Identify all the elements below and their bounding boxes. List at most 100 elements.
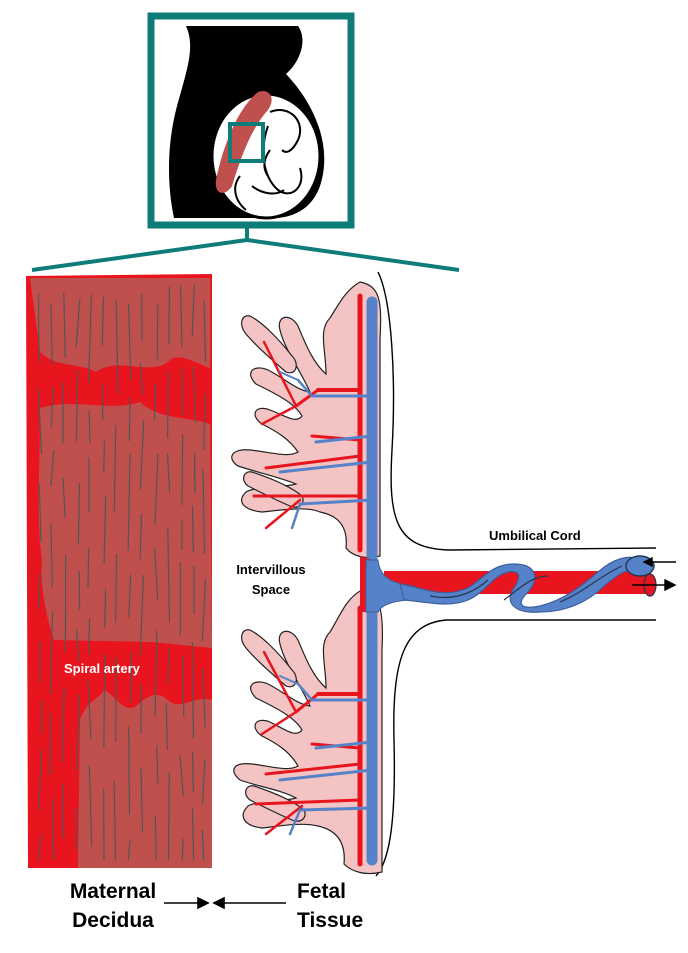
texture-stroke (50, 386, 54, 428)
texture-stroke (191, 505, 194, 553)
texture-stroke (87, 294, 92, 383)
texture-stroke (127, 453, 131, 551)
fetal-veins-lower (278, 598, 378, 866)
texture-stroke (166, 371, 170, 439)
texture-stroke (191, 284, 196, 337)
texture-stroke (128, 396, 131, 442)
texture-stroke (50, 450, 55, 486)
maternal-label-line1: Maternal (69, 880, 157, 903)
texture-stroke (181, 434, 184, 506)
texture-stroke (88, 765, 93, 847)
texture-stroke (103, 496, 107, 565)
texture-stroke (167, 527, 171, 623)
boundary-arrows (164, 896, 286, 910)
maternal-label-line2: Decidua (72, 909, 154, 932)
texture-stroke (139, 363, 144, 396)
texture-stroke (167, 772, 170, 861)
texture-stroke (37, 293, 40, 364)
texture-stroke (77, 482, 81, 545)
texture-stroke (63, 292, 66, 358)
texture-stroke (76, 629, 80, 662)
fetal-label-line2: Tissue (297, 909, 364, 932)
umbilical-cord-label: Umbilical Cord (489, 528, 581, 543)
texture-stroke (203, 394, 206, 450)
texture-stroke (38, 834, 42, 861)
fetal-arteries-upper (252, 293, 363, 553)
texture-stroke (87, 618, 91, 655)
texture-stroke (61, 687, 65, 763)
flow-arrows (632, 556, 677, 592)
pregnancy-inset (147, 12, 355, 229)
fetal-tissue-label: Fetal Tissue (297, 877, 377, 935)
texture-stroke (201, 760, 206, 805)
decidua-texture (37, 284, 207, 861)
texture-stroke (50, 303, 53, 365)
texture-stroke (128, 726, 130, 815)
chorionic-boundary-lower (375, 619, 656, 877)
texture-stroke (192, 366, 197, 423)
texture-stroke (202, 469, 206, 554)
texture-stroke (50, 524, 54, 588)
texture-stroke (38, 483, 42, 543)
chorionic-boundary (377, 271, 657, 551)
texture-stroke (103, 440, 106, 473)
texture-stroke (203, 300, 207, 363)
texture-stroke (62, 478, 66, 518)
texture-stroke (114, 554, 118, 623)
texture-stroke (165, 703, 169, 751)
texture-stroke (101, 296, 105, 346)
texture-stroke (37, 388, 43, 454)
texture-stroke (182, 656, 185, 717)
texture-stroke (76, 694, 81, 771)
texture-stroke (113, 780, 117, 861)
fetal-veins-upper (278, 296, 378, 572)
texture-stroke (202, 667, 206, 728)
texture-stroke (127, 839, 131, 861)
texture-stroke (75, 370, 79, 442)
texture-stroke (87, 680, 92, 740)
texture-stroke (128, 574, 132, 618)
texture-stroke (154, 547, 159, 601)
texture-stroke (103, 654, 106, 748)
texture-stroke (51, 798, 55, 861)
fetal-label-line1: Fetal (297, 880, 347, 903)
decidua-tissue-middle (38, 402, 212, 648)
texture-stroke (154, 630, 158, 716)
texture-stroke (104, 588, 107, 628)
texture-stroke (140, 767, 144, 833)
texture-stroke (191, 807, 195, 861)
texture-stroke (139, 575, 145, 657)
fetal-tissue-block (231, 271, 657, 877)
zoom-box (228, 122, 265, 163)
intervillous-space-label: Intervillous Space (226, 560, 316, 600)
villous-tree-upper (231, 281, 382, 559)
texture-stroke (113, 424, 117, 513)
intervillous-label-line2: Space (251, 582, 291, 597)
texture-stroke (180, 285, 183, 348)
umbilical-cord (360, 555, 677, 613)
fetal-arteries-lower (254, 605, 363, 867)
texture-stroke (49, 611, 54, 695)
texture-stroke (38, 748, 43, 811)
texture-stroke (87, 547, 90, 588)
texture-stroke (38, 573, 41, 610)
texture-stroke (129, 651, 133, 703)
zoom-connector (31, 222, 460, 272)
texture-stroke (75, 298, 81, 348)
texture-stroke (88, 409, 91, 444)
texture-stroke (156, 745, 159, 785)
texture-stroke (139, 513, 143, 560)
texture-stroke (154, 815, 157, 861)
texture-stroke (156, 302, 159, 360)
texture-stroke (139, 420, 145, 490)
texture-stroke (166, 647, 171, 684)
cord-spiral-outline (429, 565, 623, 603)
texture-stroke (166, 453, 171, 494)
decidua-tissue-top (30, 278, 210, 372)
texture-stroke (115, 299, 119, 394)
decidua-tissue-bottom (78, 690, 212, 868)
umbilical-mini (234, 175, 247, 211)
texture-stroke (128, 303, 132, 380)
texture-stroke (62, 783, 65, 839)
